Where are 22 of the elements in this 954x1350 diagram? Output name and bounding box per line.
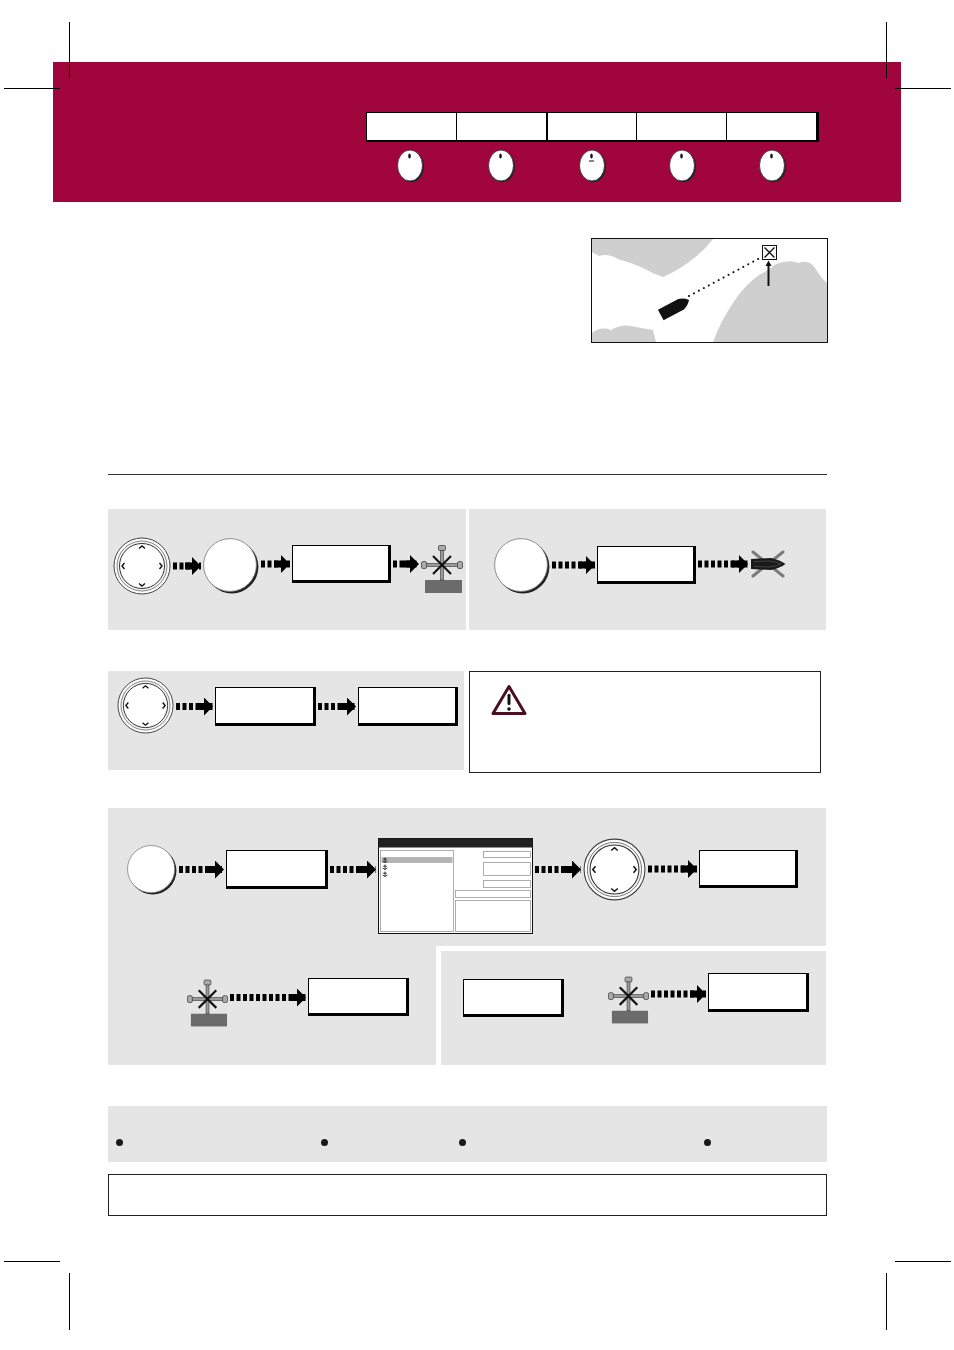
cursor-icon — [187, 979, 228, 1027]
direction-pad-icon — [117, 677, 174, 734]
boat-icon — [750, 550, 786, 578]
direction-pad-icon — [583, 838, 646, 901]
process-box — [708, 973, 809, 1012]
note-box — [108, 1174, 827, 1216]
process-box — [226, 850, 328, 889]
process-circle — [127, 845, 177, 895]
cursor-icon — [608, 976, 649, 1024]
process-box — [292, 545, 391, 583]
note-box — [469, 671, 821, 773]
direction-pad-icon — [113, 537, 171, 595]
screen-drawing — [378, 838, 533, 934]
process-box — [308, 978, 409, 1016]
process-circle — [203, 538, 259, 594]
process-box — [597, 546, 696, 584]
process-box — [215, 687, 316, 726]
process-box — [358, 687, 458, 726]
process-box — [699, 850, 798, 888]
process-circle — [494, 538, 550, 594]
process-box — [463, 979, 564, 1017]
cursor-icon — [421, 545, 463, 593]
